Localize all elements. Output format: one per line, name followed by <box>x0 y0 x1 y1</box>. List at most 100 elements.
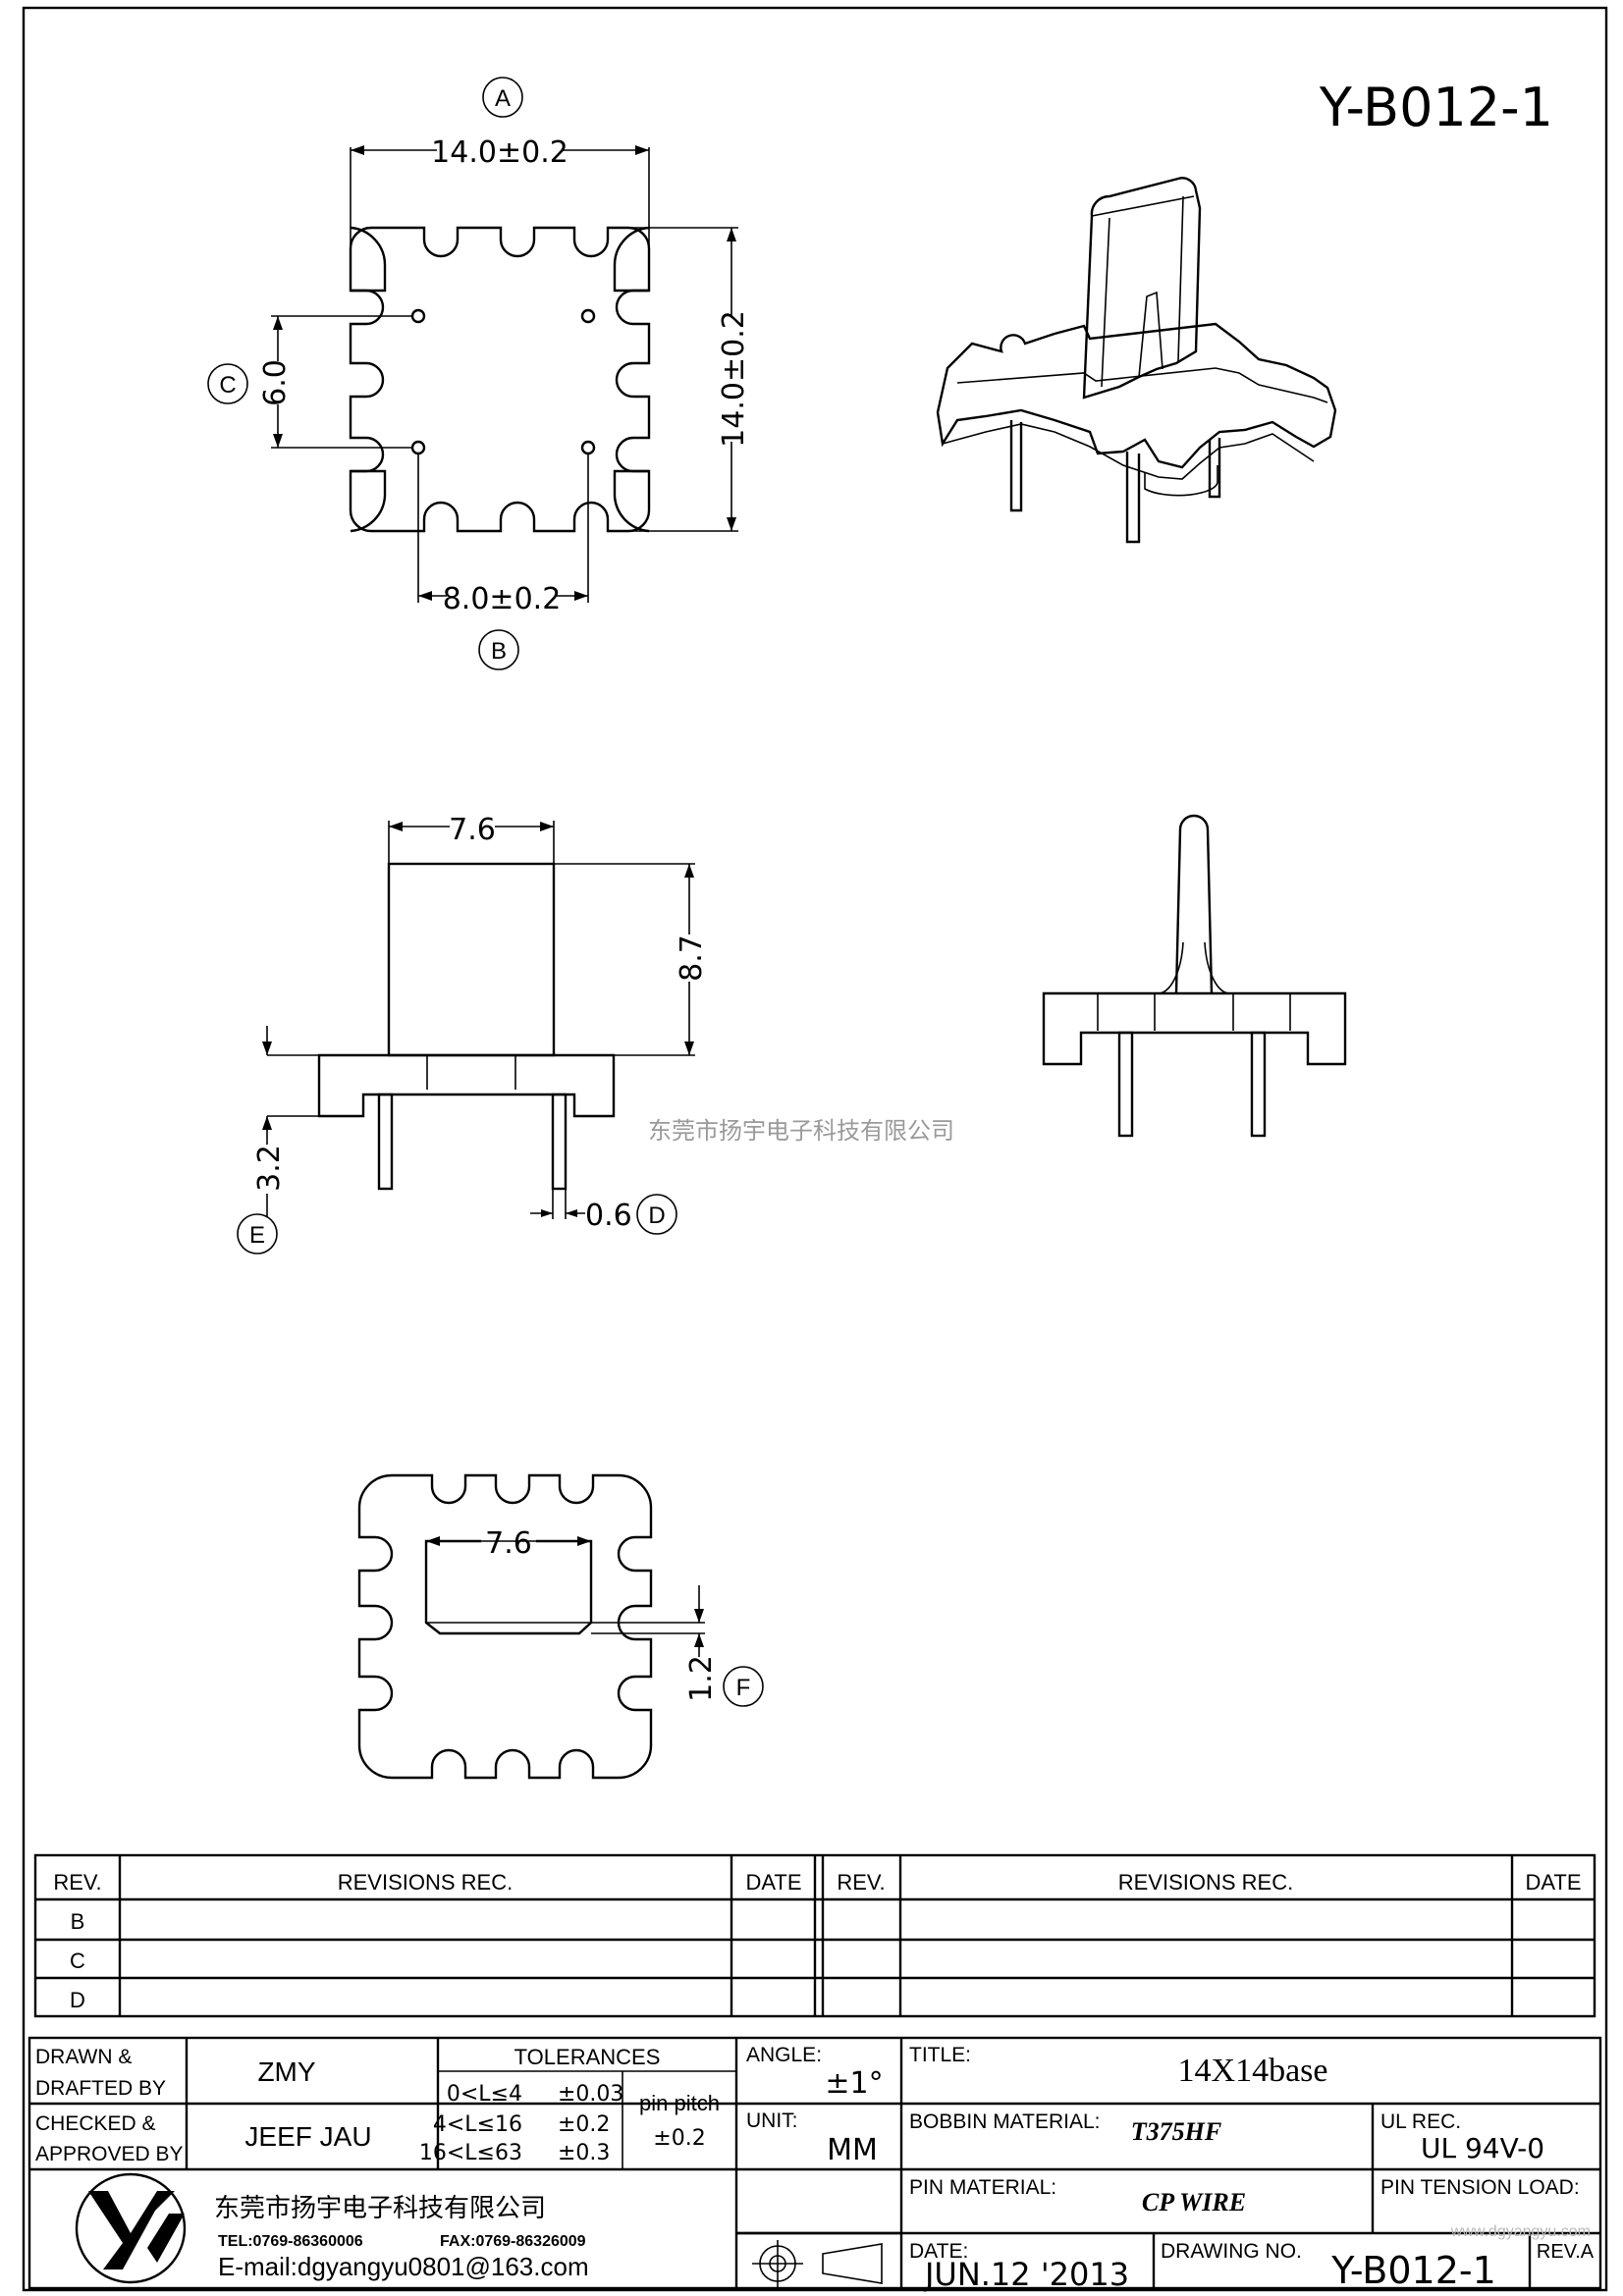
top-view: 14.0±0.2 A 14.0±0.2 6.0 C 8.0±0.2 B <box>207 77 751 670</box>
callout-c-label: C <box>219 372 236 399</box>
revision-table: REV. REVISIONS REC. DATE REV. REVISIONS … <box>33 1853 1596 2018</box>
pin-material-label: PIN MATERIAL: <box>909 2176 1056 2199</box>
corner-pocket <box>613 226 650 293</box>
bobbin-material-value: T375HF <box>1131 2117 1221 2146</box>
iso-pin <box>1009 420 1023 512</box>
title-label: TITLE: <box>909 2044 971 2066</box>
tol-2: 4<L≤16 <box>433 2112 522 2137</box>
dim-pin-span-c: 6.0 <box>258 359 293 406</box>
dim-pin-diameter: 0.6 <box>585 1199 632 1233</box>
checked-label-1: CHECKED & <box>35 2112 156 2135</box>
rev-row-b: B <box>71 1909 85 1934</box>
pin-hole <box>580 440 596 455</box>
date-label: DATE: <box>909 2240 968 2263</box>
side-tower-right <box>1174 814 1214 994</box>
callout-d <box>636 1194 677 1235</box>
callout-f <box>723 1666 764 1707</box>
watermark: 东莞市扬宇电子科技有限公司 <box>648 1117 954 1145</box>
pin-pitch-label: pin pitch <box>639 2091 720 2115</box>
tol-3: 16<L≤63 <box>419 2141 522 2165</box>
ul-rec-value: UL 94V-0 <box>1421 2132 1544 2164</box>
date-header-left: DATE <box>745 1870 801 1895</box>
checked-value: JEEF JAU <box>244 2121 371 2152</box>
dim-pin-length: 3.2 <box>252 1145 287 1192</box>
side-base <box>317 1053 616 1118</box>
pin-material-value: CP WIRE <box>1142 2188 1246 2216</box>
callout-c <box>207 363 248 404</box>
side-pin <box>551 1093 568 1191</box>
title-block: DRAWN & DRAFTED BY ZMY CHECKED & APPROVE… <box>27 2036 1602 2293</box>
dim-top-width: 14.0±0.2 <box>431 135 568 170</box>
iso-tower <box>1082 177 1202 400</box>
dim-top-height: 14.0±0.2 <box>717 310 751 448</box>
tol-3-val: ±0.3 <box>558 2141 610 2165</box>
date-value: JUN.12 '2013 <box>923 2256 1129 2293</box>
angle-val: ±1° <box>825 2066 883 2101</box>
iso-pin <box>1125 452 1141 544</box>
checked-label-2: APPROVED BY <box>35 2143 184 2165</box>
dim-bottom-slot: 1.2 <box>684 1655 719 1702</box>
corner-pocket <box>350 226 387 293</box>
drawn-value: ZMY <box>257 2056 315 2087</box>
rec-header-right: REVISIONS REC. <box>1118 1870 1293 1895</box>
company-logo <box>75 2172 187 2284</box>
callout-f-label: F <box>736 1675 751 1701</box>
company-fax: FAX:0769-86326009 <box>440 2233 586 2250</box>
company-name: 东莞市扬宇电子科技有限公司 <box>214 2194 546 2223</box>
drawing-number-top: Y-B012-1 <box>1319 77 1553 138</box>
iso-pin <box>1208 438 1221 499</box>
callout-d-label: D <box>648 1202 665 1229</box>
rev-label: REV.A <box>1537 2241 1595 2263</box>
side-base-right <box>1042 991 1347 1066</box>
isometric-view <box>936 177 1337 544</box>
dim-bottom-width: 7.6 <box>485 1526 532 1561</box>
pin-hole <box>410 440 426 455</box>
dim-pin-span-b: 8.0±0.2 <box>443 582 562 616</box>
watermark-corner: www.dgyangyu.com <box>1450 2223 1591 2240</box>
tol-1: 0<L≤4 <box>447 2082 522 2107</box>
bottom-view: 7.6 1.2 F <box>357 1473 764 1780</box>
sheet-border <box>22 6 1608 2292</box>
side-pin-right <box>1250 1031 1267 1138</box>
title-value: 14X14base <box>1178 2053 1328 2089</box>
pin-pitch-val: ±0.2 <box>653 2126 705 2151</box>
date-header-right: DATE <box>1525 1870 1581 1895</box>
top-view-outline <box>349 226 651 533</box>
pin-tension-label: PIN TENSION LOAD: <box>1380 2176 1580 2199</box>
drawing-no-label: DRAWING NO. <box>1161 2240 1302 2263</box>
dim-side-width: 7.6 <box>449 813 496 847</box>
iso-base-outline <box>936 322 1337 469</box>
drawn-label-1: DRAWN & <box>35 2046 132 2068</box>
projection-symbol-icon <box>736 2231 901 2287</box>
angle-label: ANGLE: <box>746 2044 822 2066</box>
callout-e <box>237 1213 278 1255</box>
tolerances-label: TOLERANCES <box>514 2045 661 2069</box>
corner-pocket <box>350 469 387 533</box>
company-email: E-mail:dgyangyu0801@163.com <box>218 2252 589 2281</box>
side-pin <box>377 1093 394 1191</box>
rev-header-left: REV. <box>53 1870 101 1895</box>
unit-val: MM <box>827 2133 878 2167</box>
unit-label: UNIT: <box>746 2109 798 2132</box>
rev-header-right: REV. <box>837 1870 885 1895</box>
callout-b <box>478 629 519 670</box>
side-view: 7.6 8.7 3.2 E 0.6 D <box>237 811 709 1255</box>
callout-a <box>482 77 523 118</box>
corner-pocket <box>613 469 650 533</box>
side-pin-right <box>1117 1031 1134 1138</box>
side-tower <box>387 862 556 1057</box>
rec-header-left: REVISIONS REC. <box>338 1870 513 1895</box>
callout-a-label: A <box>495 85 511 112</box>
rev-row-c: C <box>70 1949 85 1973</box>
tol-1-val: ±0.03 <box>558 2082 623 2107</box>
pin-hole <box>410 308 426 324</box>
ul-rec-label: UL REC. <box>1380 2110 1461 2133</box>
callout-b-label: B <box>491 638 507 665</box>
callout-e-label: E <box>249 1222 265 1249</box>
tol-2-val: ±0.2 <box>558 2112 610 2137</box>
drawing-no-value: Y-B012-1 <box>1330 2249 1496 2292</box>
bottom-view-outline <box>357 1473 653 1780</box>
side-view-right <box>1042 814 1347 1138</box>
bobbin-material-label: BOBBIN MATERIAL: <box>909 2110 1101 2133</box>
